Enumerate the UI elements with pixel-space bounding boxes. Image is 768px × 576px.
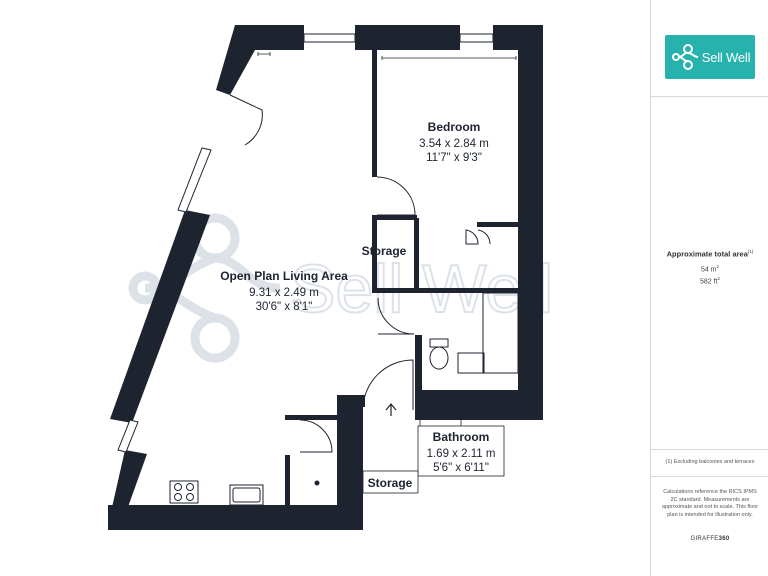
window-icon	[303, 33, 356, 43]
door-swing-icon	[362, 359, 414, 410]
door-swing-icon	[377, 297, 415, 335]
divider	[651, 96, 768, 97]
wall-bedroom-bottom-right	[477, 222, 518, 227]
wall-bedroom-bottom-left	[372, 215, 417, 220]
area-ft2: 582 ft2	[699, 276, 721, 286]
wall-bottom	[108, 505, 363, 530]
wall-bath-top	[414, 288, 518, 293]
fixtures	[169, 292, 519, 506]
living-metric: 9.31 x 2.49 m	[249, 287, 319, 299]
wall-storage-left	[372, 218, 377, 293]
disclaimer: Calculations reference the RICS IPMS 2C …	[661, 489, 759, 518]
storage-lower-name: Storage	[368, 476, 413, 490]
bathroom-label-box: Bathroom 1.69 x 2.11 m 5'6" x 6'11"	[417, 425, 505, 477]
divider	[651, 476, 768, 477]
door-swing-icon	[229, 94, 263, 146]
bathroom-name: Bathroom	[433, 430, 490, 444]
area-title-sup: (1)	[747, 249, 754, 254]
sink-icon	[229, 484, 264, 506]
floor-plan: Sell Well	[108, 25, 554, 530]
bedroom-imperial: 11'7" x 9'3"	[426, 152, 482, 164]
area-m2: 54 m2	[700, 264, 720, 274]
entrance-arrow-icon	[385, 403, 397, 416]
window-icon	[459, 33, 494, 43]
door-swing-icon	[376, 176, 416, 216]
bedroom-name: Bedroom	[428, 120, 481, 134]
room-labels: Bedroom 3.54 x 2.84 m 11'7" x 9'3" Open …	[220, 120, 489, 313]
wall-lower-storage-left	[285, 455, 290, 510]
toilet-icon	[429, 338, 449, 370]
window-icon	[117, 419, 139, 453]
sell-well-logo-icon	[671, 44, 698, 70]
hob-icon	[169, 480, 199, 504]
info-sidebar: Sell Well Approximate total area(1) 54 m…	[650, 0, 768, 576]
wall-top-middle	[355, 25, 460, 50]
logo-text: Sell Well	[701, 49, 751, 65]
area-title: Approximate total area(1)	[651, 249, 768, 259]
wall-lower-storage-top	[285, 415, 337, 420]
door-swing-icon	[465, 229, 491, 245]
wall-bathroom-left	[415, 335, 422, 420]
wall-storage-top	[337, 395, 365, 407]
area-ft2-value: 582 ft	[699, 278, 718, 286]
area-m2-value: 54 m	[700, 266, 717, 274]
walls	[108, 25, 543, 530]
brand-prefix: GIRAFFE	[690, 536, 719, 542]
doors	[229, 94, 491, 453]
windows	[117, 33, 494, 453]
door-swing-icon	[299, 419, 333, 453]
bath-shower-icon	[457, 292, 519, 374]
wall-right-outer	[518, 25, 543, 420]
storage-lower-label-box: Storage	[362, 470, 419, 494]
footnote: (1) Excluding balconies and terraces	[665, 459, 755, 465]
window-icon	[177, 147, 212, 213]
bedroom-metric: 3.54 x 2.84 m	[419, 138, 489, 150]
giraffe360-brand: GIRAFFE360	[651, 536, 768, 542]
bathroom-imperial: 5'6" x 6'11"	[433, 462, 489, 474]
wall-storage-bottom	[372, 288, 417, 293]
wall-bedroom-left-top	[372, 50, 377, 177]
divider	[651, 449, 768, 450]
wall-top-left-corner	[216, 25, 304, 95]
sell-well-logo: Sell Well	[665, 35, 755, 79]
wall-bottom-bathroom	[415, 390, 543, 420]
living-name: Open Plan Living Area	[220, 269, 348, 283]
wall-bottom-storage-right	[337, 395, 363, 530]
area-title-text: Approximate total area	[666, 249, 748, 259]
storage-handle-icon	[314, 480, 320, 486]
storage-upper-name: Storage	[362, 244, 407, 258]
wall-left-lower	[110, 210, 210, 423]
brand-suffix: 360	[718, 536, 730, 542]
bathroom-metric: 1.69 x 2.11 m	[427, 448, 496, 460]
living-imperial: 30'6" x 8'1"	[256, 301, 313, 313]
wall-storage-right	[414, 218, 419, 293]
